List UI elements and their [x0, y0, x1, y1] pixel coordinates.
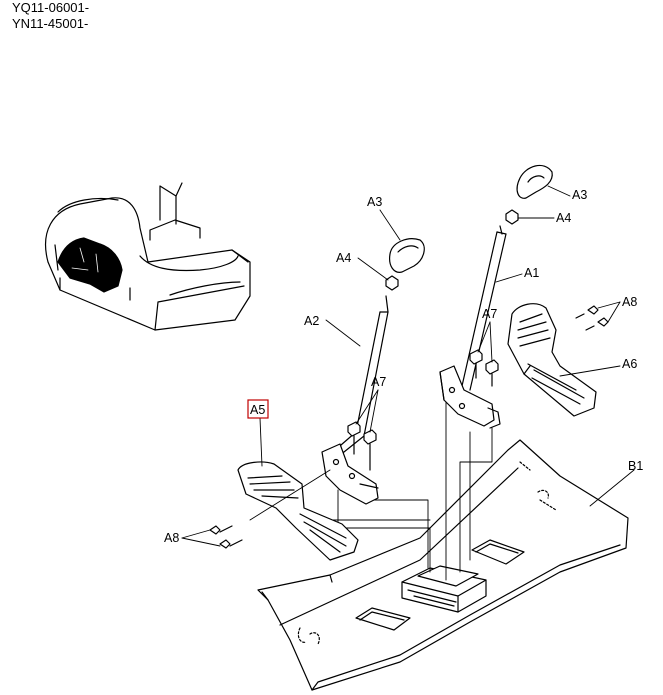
callout-a3-right: A3 [572, 188, 587, 202]
callout-labels: A1 A2 A3 A3 A4 A4 A5 A6 A7 A7 A8 A8 B1 [164, 188, 643, 545]
assembly-leader-lines [329, 399, 493, 581]
callout-a6: A6 [622, 357, 637, 371]
callout-a5: A5 [250, 403, 265, 417]
serial-range-1: YQ11-06001- [12, 0, 90, 15]
a5-highlight-box [247, 399, 269, 419]
serial-range-2: YN11-45001- [12, 16, 89, 31]
callout-a1: A1 [524, 266, 539, 280]
callout-a8-left: A8 [164, 531, 179, 545]
callout-a7-right: A7 [482, 307, 497, 321]
callout-a7-left: A7 [371, 375, 386, 389]
callout-a4-right: A4 [556, 211, 571, 225]
callout-leaders [181, 185, 635, 547]
left-pedal-assembly [209, 238, 425, 561]
floor-plate-b1 [257, 439, 629, 691]
serial-ranges: YQ11-06001- YN11-45001- [12, 0, 89, 32]
callout-a8-right: A8 [622, 295, 637, 309]
callout-a2: A2 [304, 314, 319, 328]
callout-a3-left: A3 [367, 195, 382, 209]
right-pedal-assembly [439, 164, 609, 429]
callout-b1: B1 [628, 459, 643, 473]
callout-a4-left: A4 [336, 251, 351, 265]
cab-inset-view [44, 182, 251, 331]
